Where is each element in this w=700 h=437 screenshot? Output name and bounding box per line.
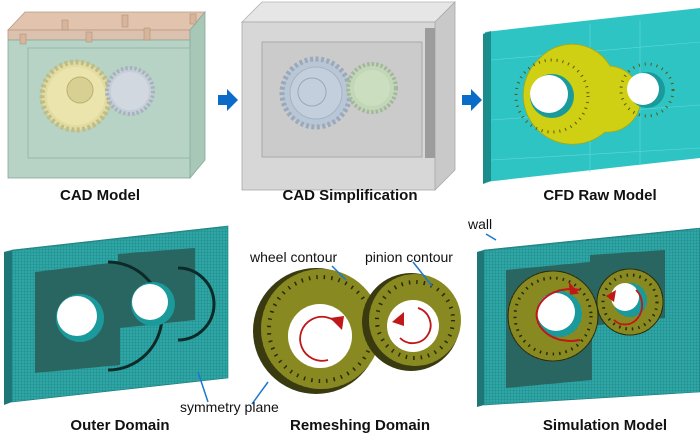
wheel-contour-leader — [331, 265, 347, 281]
label-wheel-contour: wheel contour — [250, 249, 338, 265]
caption-cad-simplification: CAD Simplification — [282, 187, 418, 204]
symmetry-plane-leader — [197, 371, 209, 403]
caption-simulation-model: Simulation Model — [542, 417, 668, 434]
arrowhead-icon — [392, 312, 404, 326]
caption-cad-model: CAD Model — [60, 187, 140, 204]
caption-outer-domain: Outer Domain — [70, 417, 170, 434]
caption-remeshing-domain: Remeshing Domain — [289, 417, 431, 434]
right-arrow-icon — [218, 89, 238, 111]
wheel-rotation-arrow — [299, 315, 341, 362]
cad-simplification-figure — [241, 1, 456, 191]
wall-leader — [485, 233, 497, 241]
simulation-model-figure — [477, 227, 700, 407]
pinion-rotation-arrow — [613, 289, 644, 326]
arrowhead-icon — [330, 316, 344, 330]
label-wall: wall — [468, 216, 493, 232]
label-pinion-contour: pinion contour — [365, 249, 453, 265]
cad-model-figure — [7, 10, 206, 180]
wheel-rotation-arrow — [535, 288, 581, 342]
outer-domain-figure — [4, 225, 229, 405]
label-symmetry-plane: symmetry plane — [180, 399, 279, 415]
pinion-rotation-arrow — [399, 307, 432, 345]
right-arrow-icon — [462, 89, 482, 111]
caption-cfd-raw-model: CFD Raw Model — [543, 187, 657, 204]
symmetry-plane-leader-2 — [251, 381, 269, 405]
pinion-contour-leader — [412, 261, 433, 287]
arrowhead-icon — [606, 290, 616, 302]
remeshing-domain-figure — [253, 268, 461, 394]
arrowhead-icon — [568, 281, 580, 295]
cfd-raw-model-figure — [483, 8, 700, 184]
